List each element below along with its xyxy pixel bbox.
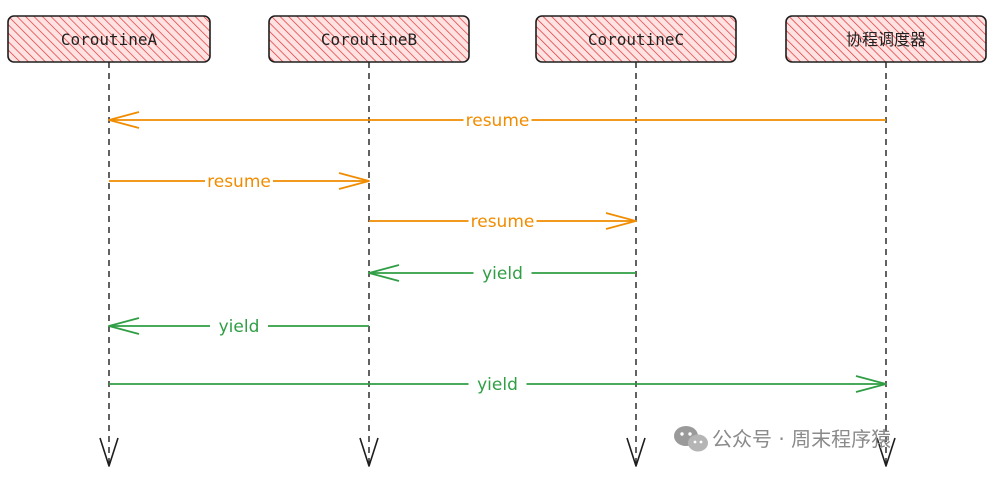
message-arrowhead <box>108 317 140 335</box>
message-arrowhead <box>368 264 400 282</box>
participant-label: CoroutineB <box>321 30 417 49</box>
message-arrowhead <box>605 212 637 230</box>
message-label: resume <box>207 172 271 192</box>
message-arrow: yield <box>109 373 887 395</box>
message-arrow: resume <box>109 170 370 192</box>
message-label-bg <box>463 109 532 129</box>
lifeline <box>99 62 119 467</box>
watermark-text: 公众号 · 周末程序猿 <box>712 427 891 451</box>
message-arrow: yield <box>108 315 369 337</box>
watermark: 公众号 · 周末程序猿 <box>674 426 891 452</box>
message-label-bg <box>205 170 273 190</box>
message-arrow: resume <box>369 210 637 232</box>
participant-box: CoroutineA <box>7 15 211 63</box>
participant-label: CoroutineC <box>588 30 684 49</box>
message-label: resume <box>471 212 535 232</box>
message-arrowhead <box>338 172 370 190</box>
message-label: yield <box>477 375 518 395</box>
message-arrow: yield <box>368 262 636 284</box>
participant-label: 协程调度器 <box>846 30 926 49</box>
lifeline <box>626 62 646 467</box>
participant-box: CoroutineC <box>535 15 737 63</box>
message-label: yield <box>482 264 523 284</box>
lifeline-arrowhead <box>359 437 379 467</box>
message-label: yield <box>219 317 260 337</box>
participant-box: CoroutineB <box>268 15 470 63</box>
lifeline-arrowhead <box>876 437 896 467</box>
message-arrowhead <box>855 375 887 393</box>
message-arrow: resume <box>108 109 886 131</box>
lifeline <box>359 62 379 467</box>
message-arrowhead <box>108 111 140 129</box>
message-label-bg <box>468 373 527 393</box>
message-label: resume <box>466 111 530 131</box>
lifeline-arrowhead <box>626 437 646 467</box>
wechat-icon <box>674 426 708 452</box>
participant-label: CoroutineA <box>61 30 158 49</box>
lifeline-arrowhead <box>99 437 119 467</box>
message-label-bg <box>468 210 537 230</box>
message-label-bg <box>210 315 268 335</box>
message-label-bg <box>473 262 532 282</box>
lifeline <box>876 62 896 467</box>
participant-box: 协程调度器 <box>785 15 987 63</box>
